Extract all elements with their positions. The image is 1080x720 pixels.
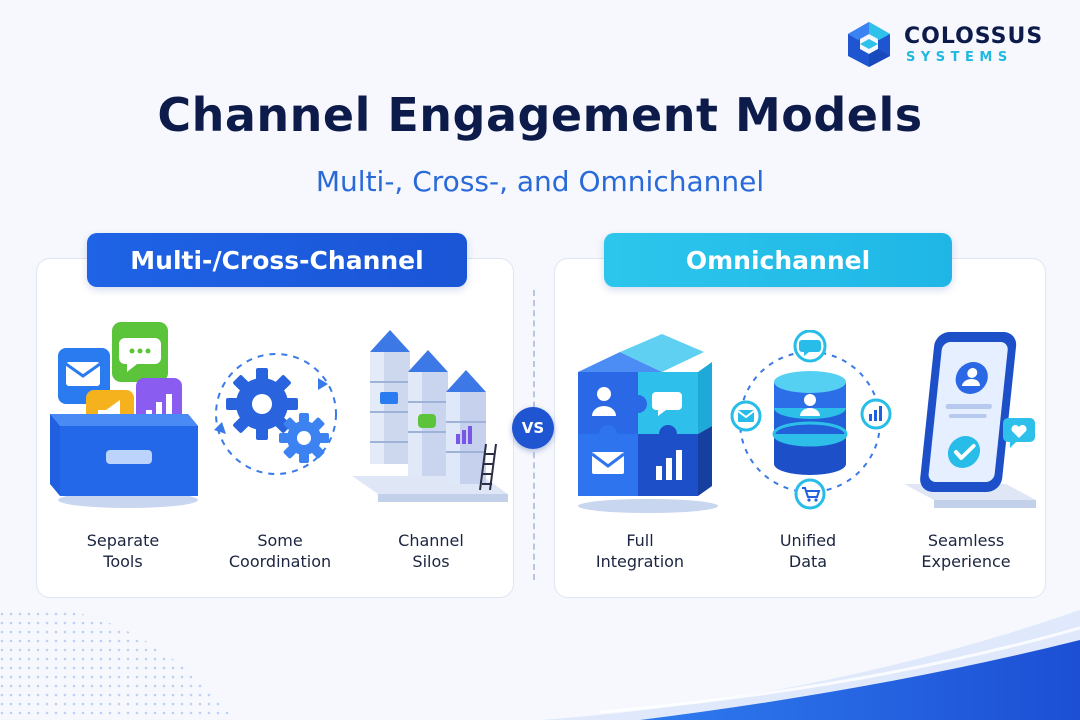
label-unified-data: Unified Data <box>733 530 883 572</box>
brand-name: COLOSSUS <box>904 24 1044 49</box>
smartphone-icon <box>904 332 1036 508</box>
brand-subname: SYSTEMS <box>906 50 1013 65</box>
label-line: Unified <box>779 531 837 550</box>
multi-cross-channel-heading: Multi-/Cross-Channel <box>87 233 467 287</box>
gears-icon <box>214 353 337 475</box>
label-seamless-experience: Seamless Experience <box>891 530 1041 572</box>
label-line: Separate <box>86 531 160 550</box>
label-line: Channel <box>398 531 464 550</box>
label-line: Seamless <box>927 531 1005 550</box>
label-separate-tools: Separate Tools <box>48 530 198 572</box>
brand-logo: COLOSSUS SYSTEMS <box>846 18 1056 70</box>
label-some-coordination: Some Coordination <box>205 530 355 572</box>
label-full-integration: Full Integration <box>565 530 715 572</box>
toolbox-icon <box>50 322 198 508</box>
omnichannel-heading: Omnichannel <box>604 233 952 287</box>
puzzle-cube-icon <box>578 334 718 513</box>
label-line: Silos <box>412 552 450 571</box>
vs-badge: VS <box>512 407 554 449</box>
label-line: Integration <box>595 552 685 571</box>
database-icon <box>730 330 892 510</box>
label-line: Tools <box>103 552 143 571</box>
page-subtitle: Multi-, Cross-, and Omnichannel <box>315 165 765 198</box>
label-line: Experience <box>921 552 1011 571</box>
label-channel-silos: Channel Silos <box>356 530 506 572</box>
page-title: Channel Engagement Models <box>157 88 923 142</box>
label-line: Full <box>626 531 654 550</box>
label-line: Data <box>788 552 828 571</box>
label-line: Some <box>257 531 303 550</box>
logo-hexagon-icon <box>848 22 890 67</box>
silos-icon <box>352 330 508 502</box>
label-line: Coordination <box>228 552 332 571</box>
